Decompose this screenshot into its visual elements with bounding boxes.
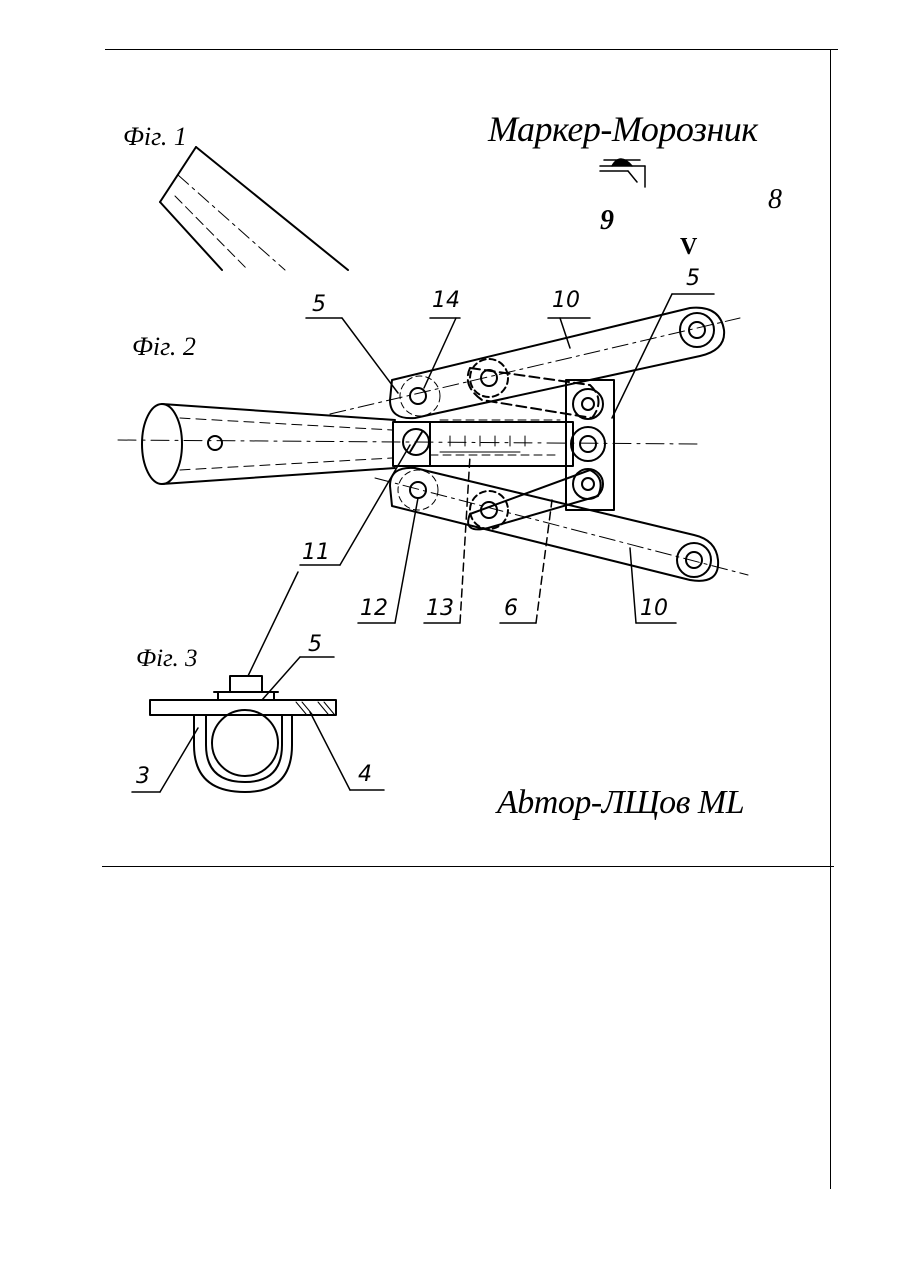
callout-label: 10 xyxy=(640,596,668,621)
fig3-leader-lines xyxy=(132,572,384,792)
figure-3-label: Фіг. 3 xyxy=(136,645,197,673)
fig2-assembly xyxy=(118,308,748,581)
callout-label: 5 xyxy=(308,632,322,657)
callout-label: 3 xyxy=(136,764,150,789)
callout-label: 11 xyxy=(302,540,330,565)
callout-label: 6 xyxy=(504,596,518,621)
callout-label: 5 xyxy=(312,292,326,317)
callout-label: 10 xyxy=(552,288,580,313)
figure-marker: 9 xyxy=(600,205,614,237)
callout-label: 13 xyxy=(426,596,454,621)
view-letter: V xyxy=(680,234,697,261)
fig2-leader-lines xyxy=(300,294,714,623)
callout-label: 12 xyxy=(360,596,388,621)
callout-label: 14 xyxy=(432,288,460,313)
figure-2-label: Фіг. 2 xyxy=(132,332,196,362)
section-symbol-icon xyxy=(600,159,645,187)
callout-label: 4 xyxy=(358,762,372,787)
callout-label: 5 xyxy=(686,266,700,291)
fig1-tube xyxy=(160,147,348,270)
author-line: Аbтор-ЛЩов ML xyxy=(497,784,744,822)
drawing-title: Маркер-Морозник xyxy=(488,108,758,150)
figure-1-label: Фіг. 1 xyxy=(123,122,187,152)
fig3-clamp xyxy=(150,676,336,792)
sheet-number: 8 xyxy=(768,184,782,216)
